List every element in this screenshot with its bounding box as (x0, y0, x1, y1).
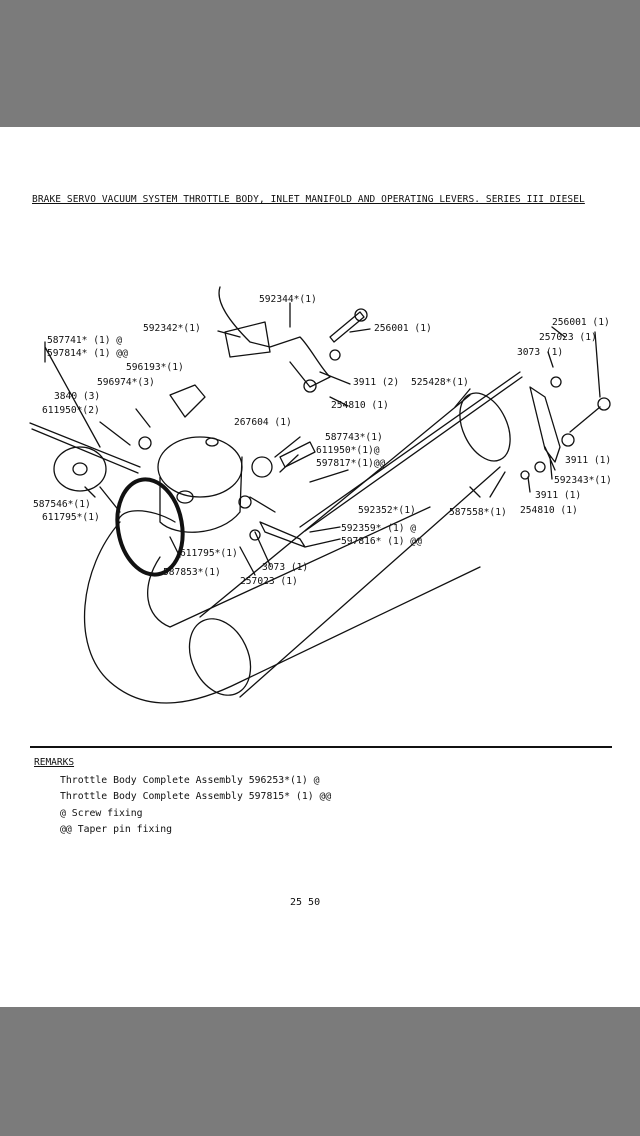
part-label: 3073 (1) (262, 562, 309, 573)
part-label: 592352*(1) (358, 505, 416, 516)
lever-592344 (218, 286, 331, 388)
divider-rule (30, 746, 612, 748)
part-label: 3073 (1) (517, 347, 564, 358)
part-label: 3911 (1) (565, 455, 612, 466)
part-label: 3911 (2) (353, 377, 400, 388)
part-label: 597814* (1) @@ (47, 348, 128, 359)
part-label: 592359* (1) @ (341, 523, 417, 534)
part-label: 611950*(2) (42, 405, 100, 416)
sealing-ring (115, 477, 185, 577)
part-label: 587741* (1) @ (47, 335, 123, 346)
part-label: 256001 (1) (552, 317, 610, 328)
catalog-page: BRAKE SERVO VACUUM SYSTEM THROTTLE BODY,… (0, 127, 640, 1007)
part-label: 611950*(1)@ (316, 445, 380, 456)
lever-592343 (529, 386, 561, 463)
remark-line: @@ Taper pin fixing (60, 824, 173, 835)
remark-line: Throttle Body Complete Assembly 596253*(… (60, 775, 320, 786)
exploded-parts-diagram (29, 286, 611, 704)
remark-line: @ Screw fixing (60, 808, 143, 819)
operating-rod (299, 371, 521, 528)
part-label: 611795*(1) (42, 512, 100, 523)
part-label: 596193*(1) (126, 362, 184, 373)
part-label: 587546*(1) (33, 499, 91, 510)
part-label: 592342*(1) (143, 323, 201, 334)
throttle-body (157, 436, 243, 498)
lever-592342 (224, 321, 271, 358)
part-label: 254810 (1) (331, 400, 389, 411)
part-label: 3840 (3) (54, 391, 101, 402)
manifold-cylinder-end (188, 618, 252, 696)
part-label: 592344*(1) (259, 294, 317, 305)
bolt-256001b (569, 406, 601, 433)
part-label: 3911 (1) (535, 490, 582, 501)
part-label: 267604 (1) (234, 417, 292, 428)
part-label: 611795*(1) (180, 548, 238, 559)
part-label: 592343*(1) (554, 475, 612, 486)
part-label: 587558*(1) (449, 507, 507, 518)
part-label: 257023 (1) (539, 332, 597, 343)
part-label: 587853*(1) (163, 567, 221, 578)
part-label: 525428*(1) (411, 377, 469, 388)
part-label: 254810 (1) (520, 505, 578, 516)
part-label: 597816* (1) @@ (341, 536, 422, 547)
part-label: 587743*(1) (325, 432, 383, 443)
throttle-spindle (29, 422, 141, 474)
part-label: 596974*(3) (97, 377, 155, 388)
part-label: 257023 (1) (240, 576, 298, 587)
bolt-256001 (329, 311, 365, 343)
page-number: 25 50 (290, 897, 321, 908)
inlet-elbow-pipe (83, 521, 481, 704)
remarks-heading: REMARKS (34, 757, 75, 768)
page-title: BRAKE SERVO VACUUM SYSTEM THROTTLE BODY,… (32, 194, 585, 205)
throttle-disc (53, 446, 107, 492)
part-label: 597817*(1)@@ (316, 458, 386, 469)
part-label: 256001 (1) (374, 323, 432, 334)
remark-line: Throttle Body Complete Assembly 597815* … (60, 791, 332, 802)
